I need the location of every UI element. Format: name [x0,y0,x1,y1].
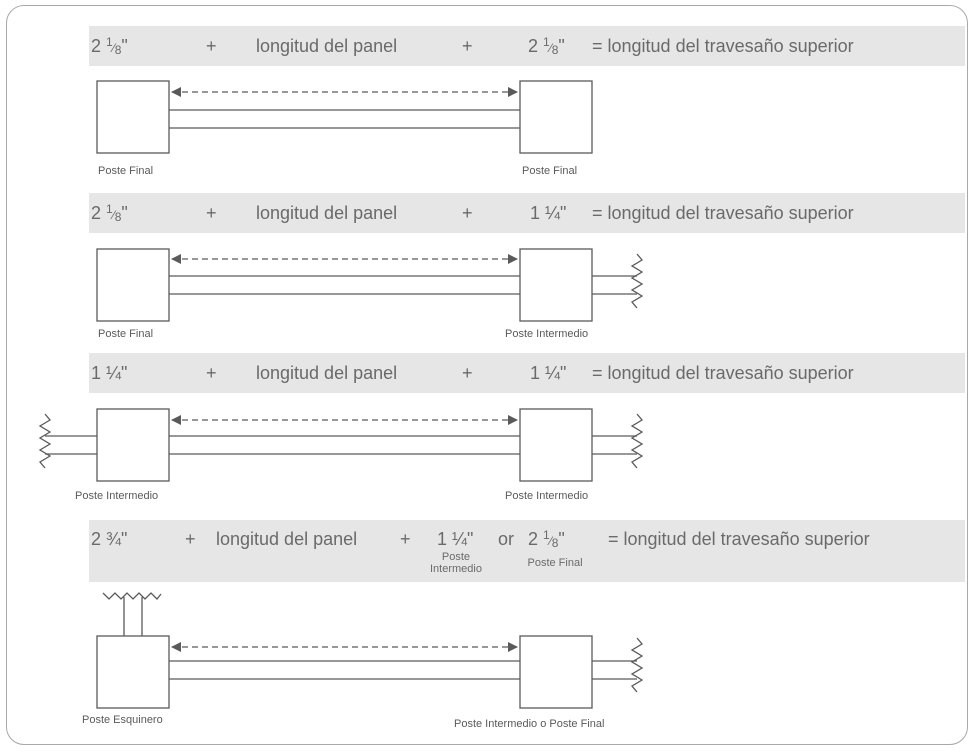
row-3-right-post-label: Poste Intermedio [505,490,589,502]
break-mark [630,253,644,309]
end-post-left [96,248,170,322]
line-post-right [519,408,593,482]
break-mark [38,413,52,469]
diagram-frame [6,5,968,745]
line-post-right [519,248,593,322]
break-mark [630,413,644,469]
formula-2-term-a: 2 1⁄8" [91,202,128,224]
formula-3-term-b: 1 ¼" [530,363,567,383]
row-4-left-post-label: Poste Esquinero [82,714,163,726]
formula-4-plus-2: + [400,529,411,549]
formula-4-or: or [498,529,515,549]
formula-3-term-a: 1 ¼" [91,363,128,383]
formula-4-plus-1: + [185,529,196,549]
formula-1-term-b: 2 1⁄8" [528,35,565,57]
row-1-right-post-label: Poste Final [522,165,578,177]
formula-4-result: = longitud del travesaño superior [608,529,870,549]
formula-4-term-b: 1 ¼" [437,529,474,549]
formula-2-plus-1: + [206,203,217,223]
line-or-end-post [519,635,593,709]
formula-4-term-b-caption: Poste Intermedio [430,551,482,575]
break-mark [630,637,644,693]
row-2-right-post-label: Poste Intermedio [505,328,589,340]
formula-1-panel: longitud del panel [256,36,398,56]
formula-band-1 [89,26,965,66]
line-post-left [96,408,170,482]
row-1-left-post-label: Poste Final [98,165,154,177]
formula-1-term-a: 2 1⁄8" [91,35,128,57]
corner-post [96,635,170,709]
formula-band-3 [89,353,965,393]
formula-2-panel: longitud del panel [256,203,398,223]
formula-1-plus-1: + [206,36,217,56]
formula-3-result: = longitud del travesaño superior [592,363,854,383]
diagram-row-1 [96,80,593,154]
formula-4-term-c-caption: Poste Final [527,557,583,569]
row-4-right-post-label: Poste Intermedio o Poste Final [454,718,605,730]
row-3-left-post-label: Poste Intermedio [75,490,159,502]
formula-1-plus-2: + [462,36,473,56]
break-mark [102,592,162,600]
formula-3-plus-2: + [462,363,473,383]
row-2-left-post-label: Poste Final [98,328,154,340]
end-post-right [519,80,593,154]
formula-4-term-a: 2 ¾" [91,529,128,549]
formula-4-panel: longitud del panel [216,529,358,549]
formula-1-result: = longitud del travesaño superior [592,36,854,56]
formula-3-panel: longitud del panel [256,363,398,383]
formula-2-plus-2: + [462,203,473,223]
formula-2-term-b: 1 ¼" [530,203,567,223]
diagram-row-3 [38,408,644,482]
formula-3-plus-1: + [206,363,217,383]
formula-band-2 [89,193,965,233]
formula-2-result: = longitud del travesaño superior [592,203,854,223]
end-post-left [96,80,170,154]
formula-4-term-c: 2 1⁄8" [528,528,565,550]
diagram-row-4 [96,592,644,709]
formula-band-4 [89,520,965,582]
diagram-row-2 [96,248,644,322]
